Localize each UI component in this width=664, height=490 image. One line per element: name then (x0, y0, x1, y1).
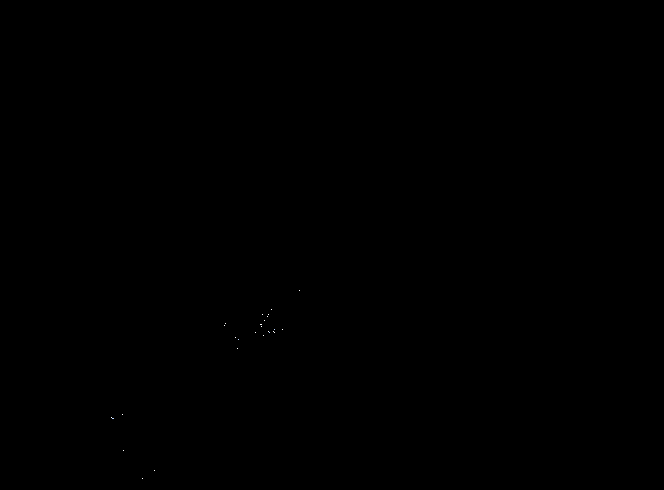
star-dot (123, 450, 124, 451)
star-dot (262, 314, 263, 315)
star-dot (154, 470, 155, 471)
star-dot (113, 418, 114, 419)
star-dot (235, 337, 236, 338)
star-dot (142, 478, 143, 479)
star-dot (224, 325, 225, 326)
star-dot (264, 320, 265, 321)
star-dot (261, 326, 262, 327)
star-dot (273, 331, 274, 332)
star-dot (299, 290, 300, 291)
star-dot (237, 348, 238, 349)
star-dot (263, 335, 264, 336)
star-dot (112, 418, 113, 419)
star-dot (261, 324, 262, 325)
star-dot (274, 332, 275, 333)
star-dot (267, 316, 268, 317)
star-dot (255, 332, 256, 333)
star-dot (271, 309, 272, 310)
star-dot (268, 314, 269, 315)
star-dot (268, 331, 269, 332)
star-dot (282, 329, 283, 330)
star-dot (274, 329, 275, 330)
star-dot (260, 324, 261, 325)
star-dot (225, 323, 226, 324)
star-dot (238, 339, 239, 340)
star-dot (269, 332, 270, 333)
star-dot (122, 414, 123, 415)
star-dot (111, 417, 112, 418)
